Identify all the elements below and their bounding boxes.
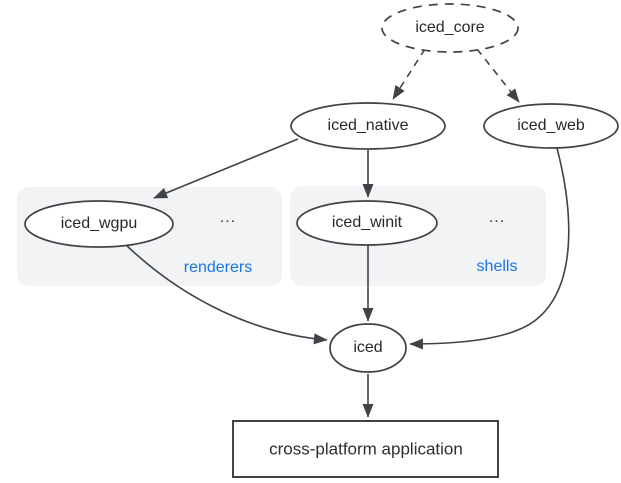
edge-wgpu-to-iced <box>123 242 328 345</box>
group-label-renderers: renderers <box>183 259 253 276</box>
edge-native-to-wgpu <box>153 138 299 199</box>
node-iced-shape <box>329 323 407 373</box>
shells-ellipsis: ... <box>488 209 506 226</box>
renderers-ellipsis: ... <box>219 209 237 226</box>
edge-core-to-native <box>392 48 426 100</box>
node-iced-label: iced <box>353 339 383 356</box>
node-iced-winit-label: iced_winit <box>331 214 403 231</box>
node-iced-native-shape <box>290 102 446 150</box>
node-iced-wgpu-label: iced_wgpu <box>60 215 138 232</box>
node-app-label: cross-platform application <box>269 439 463 459</box>
node-iced-core-shape <box>381 3 519 53</box>
node-app-shape <box>232 420 499 478</box>
group-label-shells: shells <box>476 258 518 275</box>
node-iced-web-label: iced_web <box>517 117 585 134</box>
edge-core-to-web <box>476 48 520 103</box>
edge-web-to-iced <box>409 147 570 350</box>
node-iced-wgpu-shape <box>24 200 174 248</box>
node-iced-core-label: iced_core <box>415 19 485 36</box>
node-iced-winit-shape <box>296 200 438 246</box>
node-iced-native-label: iced_native <box>327 117 409 134</box>
node-iced-web-shape <box>483 103 619 149</box>
